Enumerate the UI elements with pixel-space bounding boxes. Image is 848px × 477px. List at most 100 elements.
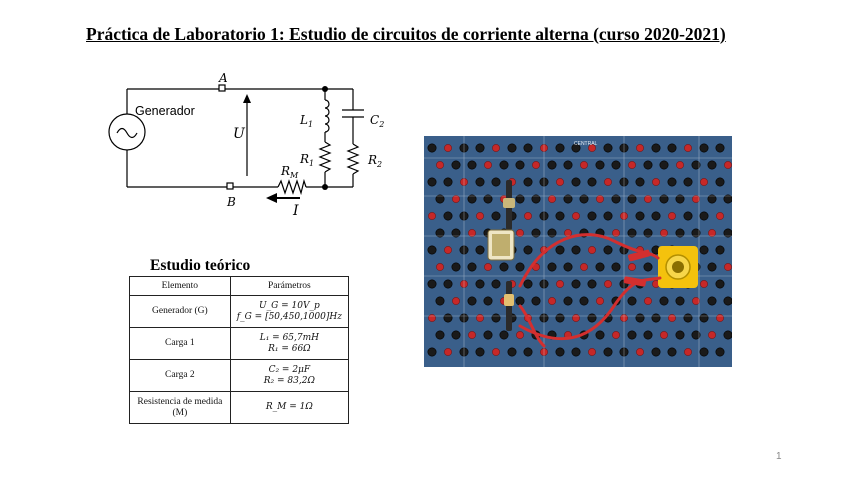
red-jack — [596, 297, 604, 305]
black-jack — [651, 211, 661, 221]
black-jack — [475, 177, 485, 187]
black-jack — [691, 330, 701, 340]
black-jack — [571, 143, 581, 153]
black-jack — [659, 296, 669, 306]
red-jack — [452, 195, 460, 203]
black-jack — [659, 160, 669, 170]
black-jack — [467, 262, 477, 272]
black-jack — [571, 177, 581, 187]
red-jack — [548, 297, 556, 305]
black-jack — [667, 143, 677, 153]
black-jack — [587, 313, 597, 323]
black-jack — [491, 211, 501, 221]
black-jack — [507, 347, 517, 357]
element-cell: Carga 1 — [129, 327, 231, 360]
black-jack — [555, 347, 565, 357]
red-jack — [588, 144, 596, 152]
red-jack — [700, 280, 708, 288]
black-jack — [571, 279, 581, 289]
red-jack — [676, 161, 684, 169]
black-jack — [723, 194, 732, 204]
black-jack — [635, 313, 645, 323]
black-jack — [523, 347, 533, 357]
black-jack — [579, 296, 589, 306]
red-jack — [468, 229, 476, 237]
black-jack — [515, 262, 525, 272]
black-jack — [699, 245, 709, 255]
red-jack — [516, 229, 524, 237]
red-jack — [436, 263, 444, 271]
black-jack — [627, 330, 637, 340]
black-jack — [443, 211, 453, 221]
c2-label: C2 — [370, 113, 384, 129]
black-jack — [483, 330, 493, 340]
red-jack — [652, 178, 660, 186]
voltage-label: U — [233, 126, 246, 142]
black-jack — [683, 177, 693, 187]
red-jack — [548, 195, 556, 203]
red-jack — [692, 195, 700, 203]
black-jack — [467, 296, 477, 306]
black-jack — [627, 296, 637, 306]
red-jack — [604, 178, 612, 186]
red-jack — [708, 229, 716, 237]
red-jack — [612, 331, 620, 339]
r1-label: R1 — [299, 152, 314, 168]
black-jack — [675, 330, 685, 340]
black-jack — [523, 143, 533, 153]
black-jack — [675, 228, 685, 238]
red-jack — [476, 314, 484, 322]
red-jack — [492, 144, 500, 152]
black-jack — [491, 177, 501, 187]
lab-board-photo: CENTRAL — [424, 136, 732, 367]
column-header-element: Elemento — [129, 276, 231, 296]
node-b-label: B — [226, 195, 236, 209]
red-jack — [612, 229, 620, 237]
black-jack — [475, 279, 485, 289]
black-jack — [699, 143, 709, 153]
red-jack — [660, 331, 668, 339]
black-jack — [691, 160, 701, 170]
black-jack — [667, 347, 677, 357]
breadboard-illustration: CENTRAL — [424, 136, 732, 367]
black-jack — [595, 330, 605, 340]
red-jack — [428, 314, 436, 322]
black-jack — [651, 347, 661, 357]
red-jack — [476, 212, 484, 220]
black-jack — [683, 313, 693, 323]
black-jack — [715, 347, 725, 357]
black-jack — [715, 177, 725, 187]
black-jack — [675, 194, 685, 204]
black-jack — [595, 262, 605, 272]
black-jack — [467, 194, 477, 204]
black-jack — [427, 279, 437, 289]
red-jack — [484, 263, 492, 271]
black-jack — [587, 177, 597, 187]
black-jack — [651, 313, 661, 323]
black-jack — [643, 228, 653, 238]
black-jack — [451, 262, 461, 272]
black-jack — [427, 177, 437, 187]
black-jack — [699, 313, 709, 323]
generator-label: Generador — [135, 104, 195, 118]
black-jack — [707, 296, 717, 306]
black-jack — [451, 160, 461, 170]
theory-heading: Estudio teórico — [150, 257, 251, 274]
black-jack — [507, 143, 517, 153]
black-jack — [483, 194, 493, 204]
black-jack — [467, 160, 477, 170]
red-jack — [444, 348, 452, 356]
element-cell: Resistencia de medida (M) — [129, 391, 231, 424]
black-jack — [699, 347, 709, 357]
black-jack — [523, 177, 533, 187]
red-jack — [692, 297, 700, 305]
black-jack — [451, 330, 461, 340]
black-jack — [691, 228, 701, 238]
black-jack — [707, 194, 717, 204]
black-jack — [531, 228, 541, 238]
black-jack — [435, 296, 445, 306]
black-jack — [531, 296, 541, 306]
black-jack — [515, 194, 525, 204]
node-a-label: A — [218, 72, 228, 85]
